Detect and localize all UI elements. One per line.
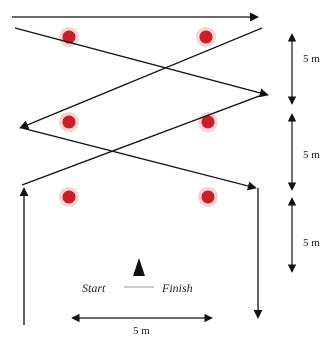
path-upper-diagonal-down xyxy=(14,27,269,98)
cone-bottom-left xyxy=(59,187,79,207)
path-upper-diagonal-up xyxy=(19,27,263,130)
start-cone-icon xyxy=(133,258,145,276)
cone-top-right xyxy=(196,27,216,47)
vertical-dimension-3-label: 5 m xyxy=(303,237,320,249)
path-lines xyxy=(12,12,269,325)
vertical-dimension-2-label: 5 m xyxy=(303,149,320,161)
horizontal-dimension-label: 5 m xyxy=(133,325,150,337)
cones xyxy=(59,27,218,207)
cone-middle-left xyxy=(59,112,79,132)
start-label: Start xyxy=(82,281,106,295)
cone-top-left xyxy=(59,27,79,47)
start-finish-marker xyxy=(124,258,154,288)
path-lower-diagonal-up xyxy=(21,94,263,186)
vertical-dimension-1-label: 5 m xyxy=(303,53,320,65)
finish-label: Finish xyxy=(161,281,193,295)
path-lower-diagonal-down xyxy=(21,127,257,191)
cone-bottom-right xyxy=(198,187,218,207)
